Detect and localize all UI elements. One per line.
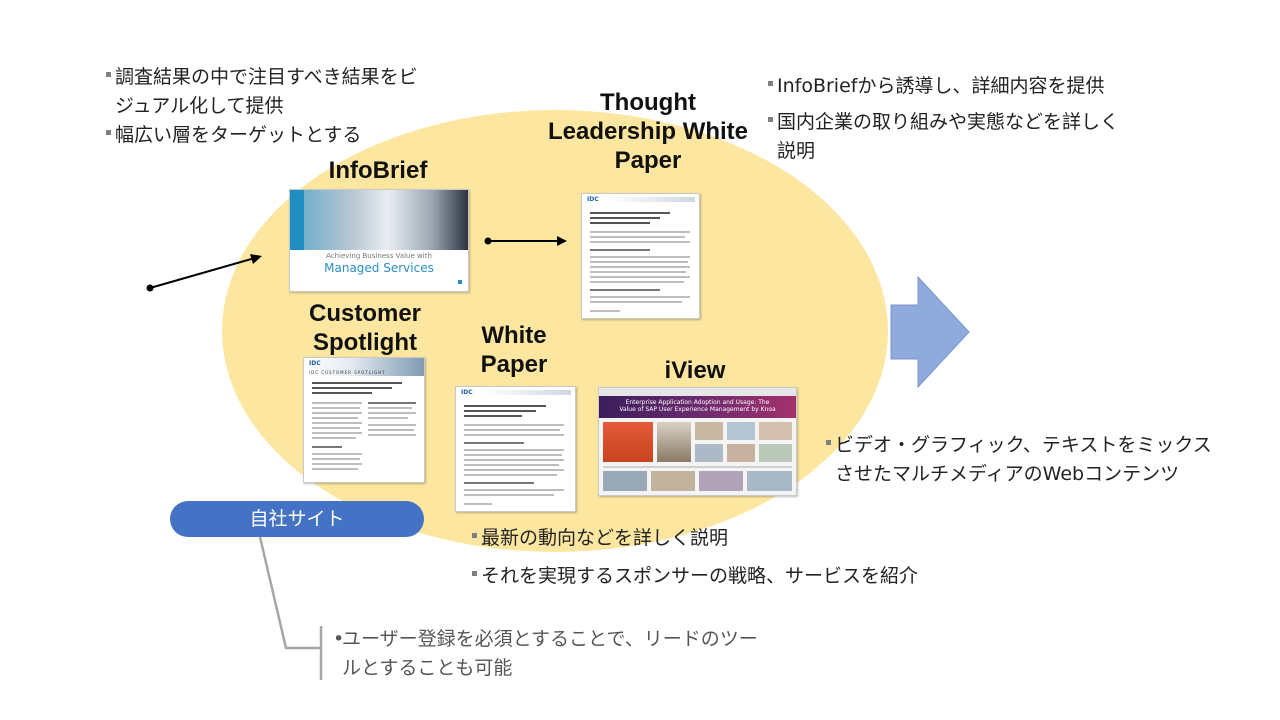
spotlight-header-text: IDC CUSTOMER SPOTLIGHT bbox=[309, 370, 386, 375]
iview-tile bbox=[727, 422, 755, 440]
bottom-bullets: 最新の動向などを詳しく説明 それを実現するスポンサーの戦略、サービスを紹介 bbox=[472, 524, 992, 591]
iview-tile bbox=[699, 471, 743, 491]
bullet-item: 国内企業の取り組みや実態などを詳しく bbox=[768, 108, 1188, 137]
white-paper-thumbnail[interactable]: IDC bbox=[455, 386, 576, 512]
infobrief-thumbnail[interactable]: Achieving Business Value with Managed Se… bbox=[289, 189, 469, 292]
arrow-to-infobrief-tail bbox=[146, 284, 154, 292]
arrow-to-infobrief bbox=[149, 257, 256, 289]
iview-tile bbox=[651, 471, 695, 491]
right-arrow-shape bbox=[890, 276, 970, 388]
white-paper-title: White Paper bbox=[480, 322, 548, 378]
infobrief-cover-mark bbox=[458, 280, 462, 284]
iview-tile bbox=[695, 422, 723, 440]
thought-leadership-title: Thought Leadership White Paper bbox=[547, 89, 749, 174]
iview-tile bbox=[603, 471, 647, 491]
top-left-bullets: 調査結果の中で注目すべき結果をビ ジュアル化して提供 幅広い層をターゲットとする bbox=[106, 63, 486, 150]
lead-tool-note: •ユーザー登録を必須とすることで、リードのツー ルとすることも可能 bbox=[333, 628, 758, 679]
infobrief-cover-title: Managed Services bbox=[324, 261, 434, 275]
note-connector bbox=[258, 536, 321, 650]
bullet-item: それを実現するスポンサーの戦略、サービスを紹介 bbox=[472, 562, 992, 591]
arrow-to-thought-leadership-tail bbox=[484, 237, 492, 245]
iview-banner bbox=[599, 396, 796, 418]
arrow-to-infobrief-head bbox=[250, 254, 262, 264]
iview-tile bbox=[759, 444, 792, 462]
iview-tile bbox=[695, 444, 723, 462]
own-site-button[interactable]: 自社サイト bbox=[170, 501, 424, 537]
idc-logo: IDC bbox=[461, 389, 473, 396]
bullet-item-cont: 説明 bbox=[777, 140, 816, 162]
iview-thumbnail[interactable]: Enterprise Application Adoption and Usag… bbox=[598, 387, 797, 496]
idc-logo: IDC bbox=[309, 360, 321, 367]
bullet-item-cont: ジュアル化して提供 bbox=[115, 95, 284, 117]
spotlight-header-band bbox=[304, 358, 424, 376]
bullet-item: InfoBriefから誘導し、詳細内容を提供 bbox=[768, 72, 1188, 101]
arrow-to-thought-leadership-head bbox=[557, 236, 567, 246]
bullet-item: 最新の動向などを詳しく説明 bbox=[472, 524, 992, 553]
browser-bar bbox=[599, 388, 796, 396]
bullet-item: 幅広い層をターゲットとする bbox=[106, 121, 486, 150]
iview-tile bbox=[727, 444, 755, 462]
doc-header-band bbox=[481, 390, 571, 395]
thought-leadership-thumbnail[interactable]: IDC bbox=[581, 193, 700, 319]
infobrief-cover-photo bbox=[290, 190, 468, 250]
iview-bullet: ビデオ・グラフィック、テキストをミックス させたマルチメディアのWebコンテンツ bbox=[826, 431, 1246, 489]
idc-logo: IDC bbox=[587, 196, 599, 203]
iview-tile bbox=[759, 422, 792, 440]
doc-header-band bbox=[607, 197, 695, 202]
iview-banner-text: Enterprise Application Adoption and Usag… bbox=[619, 399, 776, 413]
infobrief-title: InfoBrief bbox=[328, 157, 428, 184]
bullet-item: 調査結果の中で注目すべき結果をビ bbox=[106, 63, 486, 92]
iview-presenter bbox=[657, 422, 691, 462]
top-right-bullets: InfoBriefから誘導し、詳細内容を提供 国内企業の取り組みや実態などを詳し… bbox=[768, 72, 1188, 166]
customer-spotlight-title: Customer Spotlight bbox=[308, 300, 422, 356]
customer-spotlight-thumbnail[interactable]: IDC IDC CUSTOMER SPOTLIGHT bbox=[303, 357, 425, 483]
iview-title: iView bbox=[664, 357, 726, 384]
iview-panel-orange bbox=[603, 422, 653, 462]
infobrief-cover-subtitle: Achieving Business Value with bbox=[326, 252, 432, 260]
iview-tile bbox=[747, 471, 792, 491]
infobrief-cover-band bbox=[290, 190, 304, 250]
